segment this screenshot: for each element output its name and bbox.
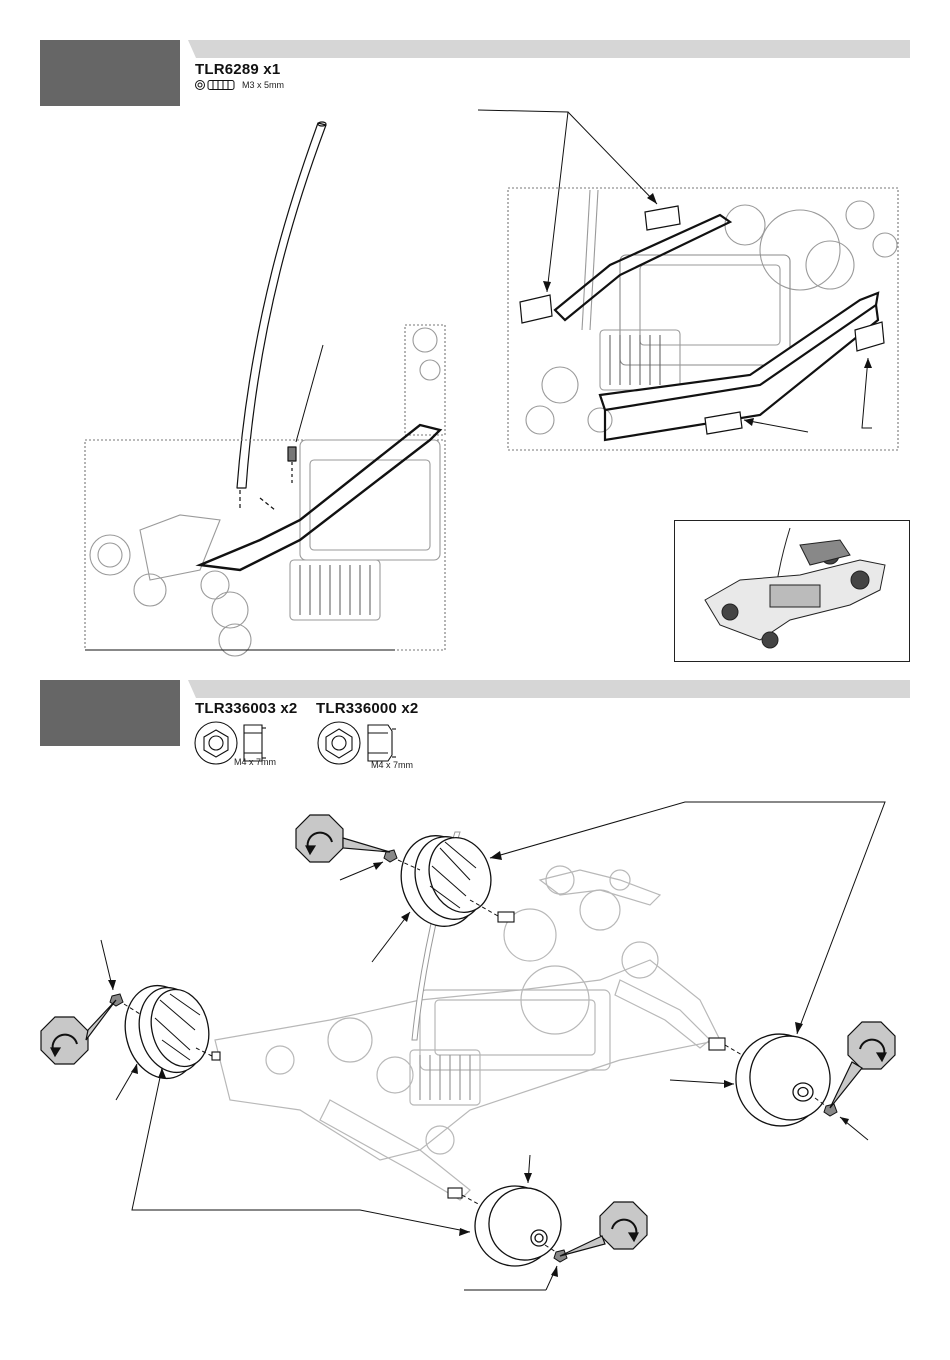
rear-wheel-left [116,978,217,1087]
tighten-clockwise-icon-left [41,1000,116,1064]
tighten-counterclockwise-icon-right [830,1022,895,1108]
front-wheel-bottom [469,1180,567,1273]
front-wheel-right [729,1027,837,1133]
tighten-clockwise-icon-top [296,815,390,862]
tighten-counterclockwise-icon-bottom [560,1202,647,1256]
